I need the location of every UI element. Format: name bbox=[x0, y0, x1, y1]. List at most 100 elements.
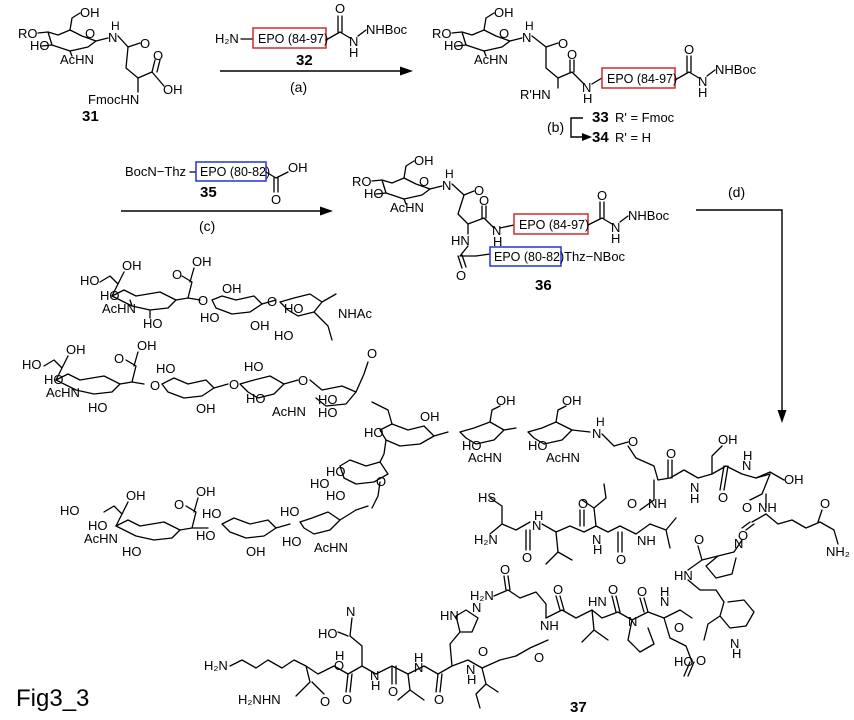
cll-sidechains bbox=[545, 483, 677, 565]
o2-label: O bbox=[567, 47, 577, 62]
val-co: O bbox=[627, 496, 637, 511]
ho-label: HO bbox=[444, 38, 464, 53]
middle-branch: HO OH O HO HO AcHN O HO HO bbox=[156, 359, 369, 420]
glc-o: O bbox=[298, 373, 308, 388]
arrow-b-line bbox=[570, 117, 586, 138]
n-label: N bbox=[349, 34, 358, 49]
amide-o-label: O bbox=[558, 36, 568, 51]
n-glyco-amide bbox=[429, 183, 475, 196]
compound-number-35: 35 bbox=[200, 184, 217, 201]
compound-31: OH RO HO AcHN O H N O O OH FmocHN 31 bbox=[18, 5, 183, 125]
his-co: O bbox=[434, 692, 444, 707]
n-glyco-amide bbox=[509, 35, 559, 48]
ser2-n: N bbox=[742, 458, 751, 473]
compound-number-33: 33 bbox=[592, 109, 609, 126]
nh-n-label: N bbox=[442, 178, 451, 193]
oh-label: OH bbox=[80, 5, 100, 20]
hydrazide-bond bbox=[325, 31, 351, 41]
core: OH OH OH HO HO HO AcHN AcHN H N O bbox=[364, 393, 638, 465]
lys-h2n: H₂N bbox=[204, 658, 228, 673]
carbonyls-1 bbox=[667, 459, 729, 491]
ho3: HO bbox=[143, 316, 163, 331]
compound-number-34: 34 bbox=[592, 129, 609, 146]
cll-carbonyls bbox=[525, 509, 623, 553]
gln-n-co: O bbox=[534, 650, 544, 665]
substituent-bonds bbox=[451, 31, 487, 57]
leu3-co: O bbox=[553, 582, 563, 597]
r-fmoc-text: R' = Fmoc bbox=[615, 110, 675, 125]
leu3-hn: HN bbox=[588, 594, 607, 609]
epo-84-97-label: EPO (84-97) bbox=[607, 72, 677, 86]
glu-ho: HO bbox=[674, 654, 694, 669]
bocn-thz-label: BocN−Thz bbox=[125, 164, 186, 179]
co-o: O bbox=[172, 267, 182, 282]
nhboc-label: NHBoc bbox=[628, 208, 670, 223]
epo-84-97-label: EPO (84-97) bbox=[258, 32, 328, 46]
ring-o-label: O bbox=[499, 26, 509, 41]
man-ho: HO bbox=[326, 464, 346, 479]
h2n-label: H₂N bbox=[215, 31, 239, 46]
val-sidechain bbox=[397, 673, 425, 701]
nn-bond bbox=[357, 29, 367, 37]
glcnac-ring bbox=[261, 293, 323, 317]
hydrazide-bond bbox=[587, 217, 613, 226]
glcnac-ring bbox=[213, 375, 285, 399]
gal-ho2: HO bbox=[196, 528, 216, 543]
ho-label: HO bbox=[30, 38, 50, 53]
ser1-n: N bbox=[690, 480, 699, 495]
nh-n-label: N bbox=[522, 30, 531, 45]
carbonyl-double bbox=[337, 15, 343, 33]
link-o: O bbox=[198, 293, 208, 308]
epo-80-82-box bbox=[489, 246, 562, 267]
leu1-co: O bbox=[578, 496, 588, 511]
link-o-upper: O bbox=[367, 346, 377, 361]
epo-84-97-box bbox=[513, 213, 589, 235]
ring-o-label: O bbox=[85, 26, 95, 41]
glycerol-chain bbox=[99, 271, 125, 297]
his-n: N bbox=[472, 600, 481, 615]
o3-label: O bbox=[684, 42, 694, 57]
ser1-h: H bbox=[690, 491, 699, 506]
epo-80-82-label: EPO (80-82) bbox=[200, 165, 270, 179]
sia3-oh: OH bbox=[126, 488, 146, 503]
glc2-oh: OH bbox=[562, 393, 582, 408]
gal-oh: OH bbox=[196, 401, 216, 416]
sia3-ho2: HO bbox=[88, 518, 108, 533]
compound-37-glycan: OH HO O OH HO AcHN HO O OH HO OH O NHAc … bbox=[22, 254, 638, 559]
ring-o-label: O bbox=[419, 174, 429, 189]
hvdl-carbonyls bbox=[345, 665, 443, 693]
glc1-ho: HO bbox=[462, 438, 482, 453]
gln-n-side-o: O bbox=[500, 562, 510, 577]
gln-n-sidechain bbox=[493, 589, 547, 619]
compound-number-32: 32 bbox=[296, 52, 313, 69]
sia3-ho: HO bbox=[60, 503, 80, 518]
ho: HO bbox=[22, 357, 42, 372]
ser2-co: O bbox=[742, 500, 752, 515]
r-h-text: R' = H bbox=[615, 130, 651, 145]
glcnac-ring bbox=[299, 505, 369, 535]
leu2-h: H bbox=[593, 542, 602, 557]
man-ho2: HO bbox=[318, 405, 338, 420]
glu-h: H bbox=[660, 584, 669, 599]
compound-number-31: 31 bbox=[82, 108, 99, 125]
asp-ho: HO bbox=[318, 626, 338, 641]
cys bbox=[489, 497, 531, 535]
cooh: OH bbox=[192, 254, 212, 269]
lower-branch: HO HO HO O HO HO AcHN HO HO OH OH HO O O… bbox=[60, 459, 389, 559]
trp-co: O bbox=[674, 620, 684, 635]
gal-oh: OH bbox=[246, 544, 266, 559]
compound-number-37: 37 bbox=[570, 699, 587, 716]
amide-o-label: O bbox=[474, 183, 484, 198]
glu-co: O bbox=[637, 584, 647, 599]
o4-label: O bbox=[456, 268, 466, 283]
lys-co: O bbox=[320, 694, 330, 709]
arrow-a-head bbox=[400, 66, 413, 76]
n3-label: N bbox=[611, 220, 620, 235]
epo-80-82-label: EPO (80-82) bbox=[494, 250, 564, 264]
ch2oh-2 bbox=[555, 405, 567, 423]
sia3-ring bbox=[115, 519, 181, 541]
asp-n: O bbox=[334, 658, 344, 673]
gln-side-nh2: NH₂ bbox=[826, 544, 850, 559]
sia3-cooh: OH bbox=[196, 484, 216, 499]
achn-label: AcHN bbox=[60, 52, 94, 67]
